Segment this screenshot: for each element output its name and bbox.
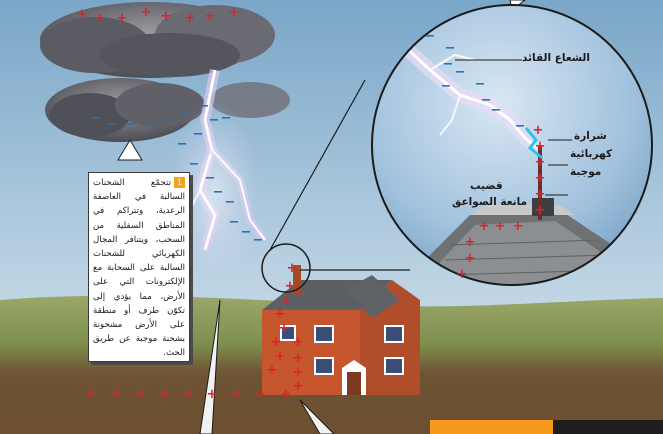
negative-charge-icon: − — [241, 225, 252, 240]
negative-charge-icon: − — [225, 195, 236, 210]
positive-charge-icon: + — [159, 387, 170, 402]
charge-markers: ++++++++++++++++++++++++++++++++++++++++… — [77, 5, 546, 402]
positive-charge-icon: + — [495, 219, 506, 234]
label-spark-line1: شرارة — [574, 130, 607, 142]
positive-charge-icon: + — [255, 387, 266, 402]
positive-charge-icon: + — [279, 321, 290, 336]
negative-charge-icon: − — [193, 127, 204, 142]
negative-charge-icon: − — [425, 29, 436, 44]
negative-charge-icon: − — [107, 117, 118, 132]
label-spark-line3: موجبة — [570, 166, 602, 178]
positive-charge-icon: + — [281, 387, 292, 402]
positive-charge-icon: + — [95, 11, 106, 26]
positive-charge-icon: + — [293, 365, 304, 380]
negative-charge-icon: − — [189, 157, 200, 172]
caption-bar-dark — [553, 420, 663, 434]
caption-text: تتجمّع الشحنات السالبة في العاصفة الرعدي… — [93, 178, 185, 359]
positive-charge-icon: + — [513, 219, 524, 234]
lightning-leader — [170, 69, 269, 280]
negative-charge-icon: − — [199, 99, 210, 114]
positive-charge-icon: + — [207, 387, 218, 402]
positive-charge-icon: + — [281, 293, 292, 308]
label-rod-line2: مانعة الصواعق — [452, 196, 528, 208]
positive-charge-icon: + — [135, 387, 146, 402]
positive-charge-icon: + — [77, 7, 88, 22]
negative-charge-icon: − — [229, 215, 240, 230]
label-leader: الشعاع القائد — [522, 52, 590, 64]
negative-charge-icon: − — [491, 103, 502, 118]
negative-charge-icon: − — [165, 113, 176, 128]
positive-charge-icon: + — [293, 335, 304, 350]
positive-charge-icon: + — [141, 5, 152, 20]
positive-charge-icon: + — [229, 5, 240, 20]
negative-charge-icon: − — [177, 137, 188, 152]
positive-charge-icon: + — [535, 187, 546, 202]
lightning-rod — [538, 145, 542, 220]
negative-charge-icon: − — [445, 41, 456, 56]
negative-charge-icon: − — [147, 115, 158, 130]
positive-charge-icon: + — [267, 363, 278, 378]
positive-charge-icon: + — [271, 335, 282, 350]
negative-charge-icon: − — [443, 57, 454, 72]
label-spark-line2: كهربائية — [570, 148, 613, 160]
positive-charge-icon: + — [275, 349, 286, 364]
positive-charge-icon: + — [85, 387, 96, 402]
negative-charge-icon: − — [205, 171, 216, 186]
positive-charge-icon: + — [535, 139, 546, 154]
label-rod-line1: قضيب — [470, 180, 503, 192]
positive-charge-icon: + — [479, 219, 490, 234]
house — [262, 265, 420, 395]
negative-charge-icon: − — [127, 117, 138, 132]
positive-charge-icon: + — [285, 279, 296, 294]
positive-charge-icon: + — [465, 251, 476, 266]
caption-number-badge: 1 — [174, 177, 185, 188]
positive-charge-icon: + — [535, 155, 546, 170]
negative-charge-icon: − — [515, 119, 526, 134]
positive-charge-icon: + — [111, 387, 122, 402]
positive-charge-icon: + — [535, 203, 546, 218]
positive-charge-icon: + — [293, 351, 304, 366]
negative-charge-icon: − — [441, 79, 452, 94]
negative-charge-icon: − — [209, 113, 220, 128]
negative-charge-icon: − — [455, 65, 466, 80]
positive-charge-icon: + — [183, 387, 194, 402]
negative-charge-icon: − — [475, 77, 486, 92]
positive-charge-icon: + — [231, 387, 242, 402]
positive-charge-icon: + — [205, 9, 216, 24]
positive-charge-icon: + — [457, 267, 468, 282]
positive-charge-icon: + — [465, 235, 476, 250]
negative-charge-icon: − — [213, 185, 224, 200]
storm-cloud-upper — [40, 2, 275, 78]
positive-charge-icon: + — [161, 9, 172, 24]
positive-charge-icon: + — [275, 307, 286, 322]
positive-charge-icon: + — [535, 171, 546, 186]
positive-spark — [524, 127, 543, 160]
explanation-caption: 1تتجمّع الشحنات السالبة في العاصفة الرعد… — [88, 172, 190, 362]
positive-charge-icon: + — [185, 11, 196, 26]
positive-charge-icon: + — [287, 261, 298, 276]
negative-charge-icon: − — [253, 233, 264, 248]
negative-charge-icon: − — [91, 111, 102, 126]
magnifier-target-circle — [261, 243, 311, 293]
negative-charge-icon: − — [171, 93, 182, 108]
negative-charge-icon: − — [481, 93, 492, 108]
storm-cloud-lower — [45, 78, 290, 142]
positive-charge-icon: + — [117, 11, 128, 26]
caption-bar-accent — [430, 420, 553, 434]
negative-charge-icon: − — [181, 107, 192, 122]
negative-charge-icon: − — [221, 111, 232, 126]
magnified-view — [371, 4, 653, 286]
positive-charge-icon: + — [533, 123, 544, 138]
positive-charge-icon: + — [293, 379, 304, 394]
